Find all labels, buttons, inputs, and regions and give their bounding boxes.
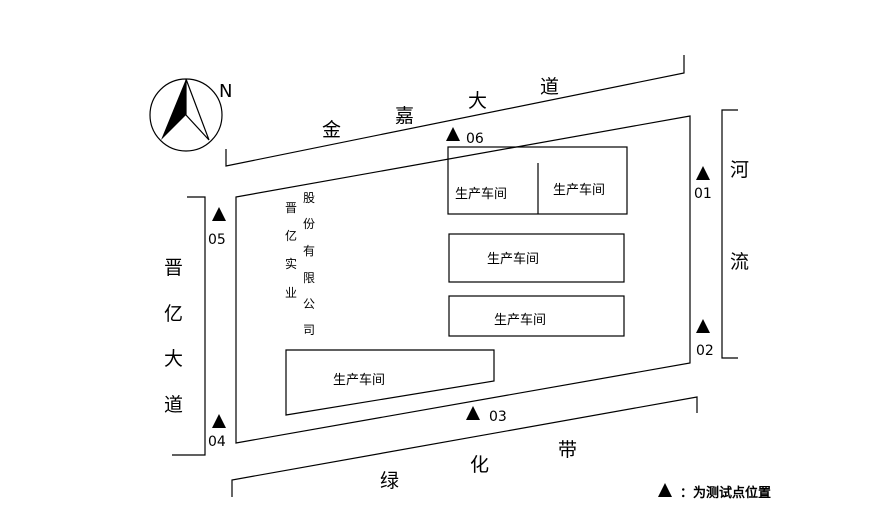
workshop-3-outline bbox=[448, 233, 625, 283]
company-char: 亿 bbox=[285, 228, 297, 243]
test-point-02: 02 bbox=[696, 319, 714, 359]
workshop-4-label: 生产车间 bbox=[494, 312, 546, 328]
top-road-char: 金 bbox=[322, 119, 341, 141]
top-road-char: 嘉 bbox=[395, 105, 414, 127]
triangle-marker-icon bbox=[212, 207, 226, 221]
company-char: 业 bbox=[285, 286, 297, 300]
workshop-2-label: 生产车间 bbox=[553, 182, 605, 198]
triangle-marker-icon bbox=[212, 414, 226, 428]
triangle-marker-icon bbox=[446, 127, 460, 141]
test-point-label: 03 bbox=[489, 409, 507, 425]
test-point-04: 04 bbox=[208, 414, 226, 450]
workshop-5-outline bbox=[285, 349, 495, 416]
north-label: N bbox=[219, 81, 232, 102]
left-road-boundary bbox=[172, 196, 206, 456]
company-char: 公 bbox=[303, 297, 315, 311]
right-river-boundary bbox=[721, 109, 738, 359]
workshop-5-label: 生产车间 bbox=[333, 372, 385, 388]
test-point-05: 05 bbox=[208, 207, 226, 248]
triangle-marker-icon bbox=[696, 319, 710, 333]
bottom-belt-char: 化 bbox=[470, 454, 489, 476]
compass-needle-filled bbox=[161, 79, 186, 140]
legend-triangle-icon bbox=[658, 483, 672, 497]
company-char: 有 bbox=[303, 244, 315, 258]
company-char: 股 bbox=[303, 191, 315, 205]
company-char: 晋 bbox=[285, 201, 297, 215]
left-road-char: 道 bbox=[164, 394, 183, 416]
company-char: 份 bbox=[303, 217, 315, 231]
compass bbox=[149, 78, 223, 152]
test-point-01: 01 bbox=[694, 166, 712, 202]
top-road-char: 道 bbox=[540, 76, 559, 98]
test-point-label: 05 bbox=[208, 232, 226, 248]
test-point-label: 04 bbox=[208, 434, 226, 450]
top-road-char: 大 bbox=[468, 90, 487, 112]
left-road-char: 晋 bbox=[164, 257, 183, 279]
triangle-marker-icon bbox=[696, 166, 710, 180]
bottom-greenbelt-boundary bbox=[231, 396, 698, 497]
left-road-char: 亿 bbox=[164, 303, 183, 325]
test-point-label: 02 bbox=[696, 343, 714, 359]
test-point-label: 06 bbox=[466, 131, 484, 147]
workshop-1-label: 生产车间 bbox=[455, 186, 507, 202]
company-char: 限 bbox=[303, 271, 315, 285]
triangle-marker-icon bbox=[466, 406, 480, 420]
site-boundary bbox=[235, 115, 691, 444]
compass-needle-outline bbox=[185, 78, 210, 141]
workshop-3-label: 生产车间 bbox=[487, 251, 539, 267]
left-road-char: 大 bbox=[164, 348, 183, 370]
test-point-label: 01 bbox=[694, 186, 712, 202]
legend: ：为测试点位置 bbox=[658, 483, 771, 501]
company-char: 实 bbox=[285, 256, 297, 271]
workshop-4-outline bbox=[448, 295, 625, 337]
legend-text: ：为测试点位置 bbox=[680, 485, 771, 501]
bottom-belt-char: 带 bbox=[558, 439, 577, 461]
river-char: 流 bbox=[730, 251, 749, 273]
test-point-03: 03 bbox=[466, 406, 507, 425]
top-road-boundary bbox=[225, 55, 685, 167]
company-char: 司 bbox=[303, 323, 315, 337]
bottom-belt-char: 绿 bbox=[380, 470, 399, 492]
test-point-06: 06 bbox=[446, 127, 484, 147]
river-char: 河 bbox=[730, 159, 749, 181]
